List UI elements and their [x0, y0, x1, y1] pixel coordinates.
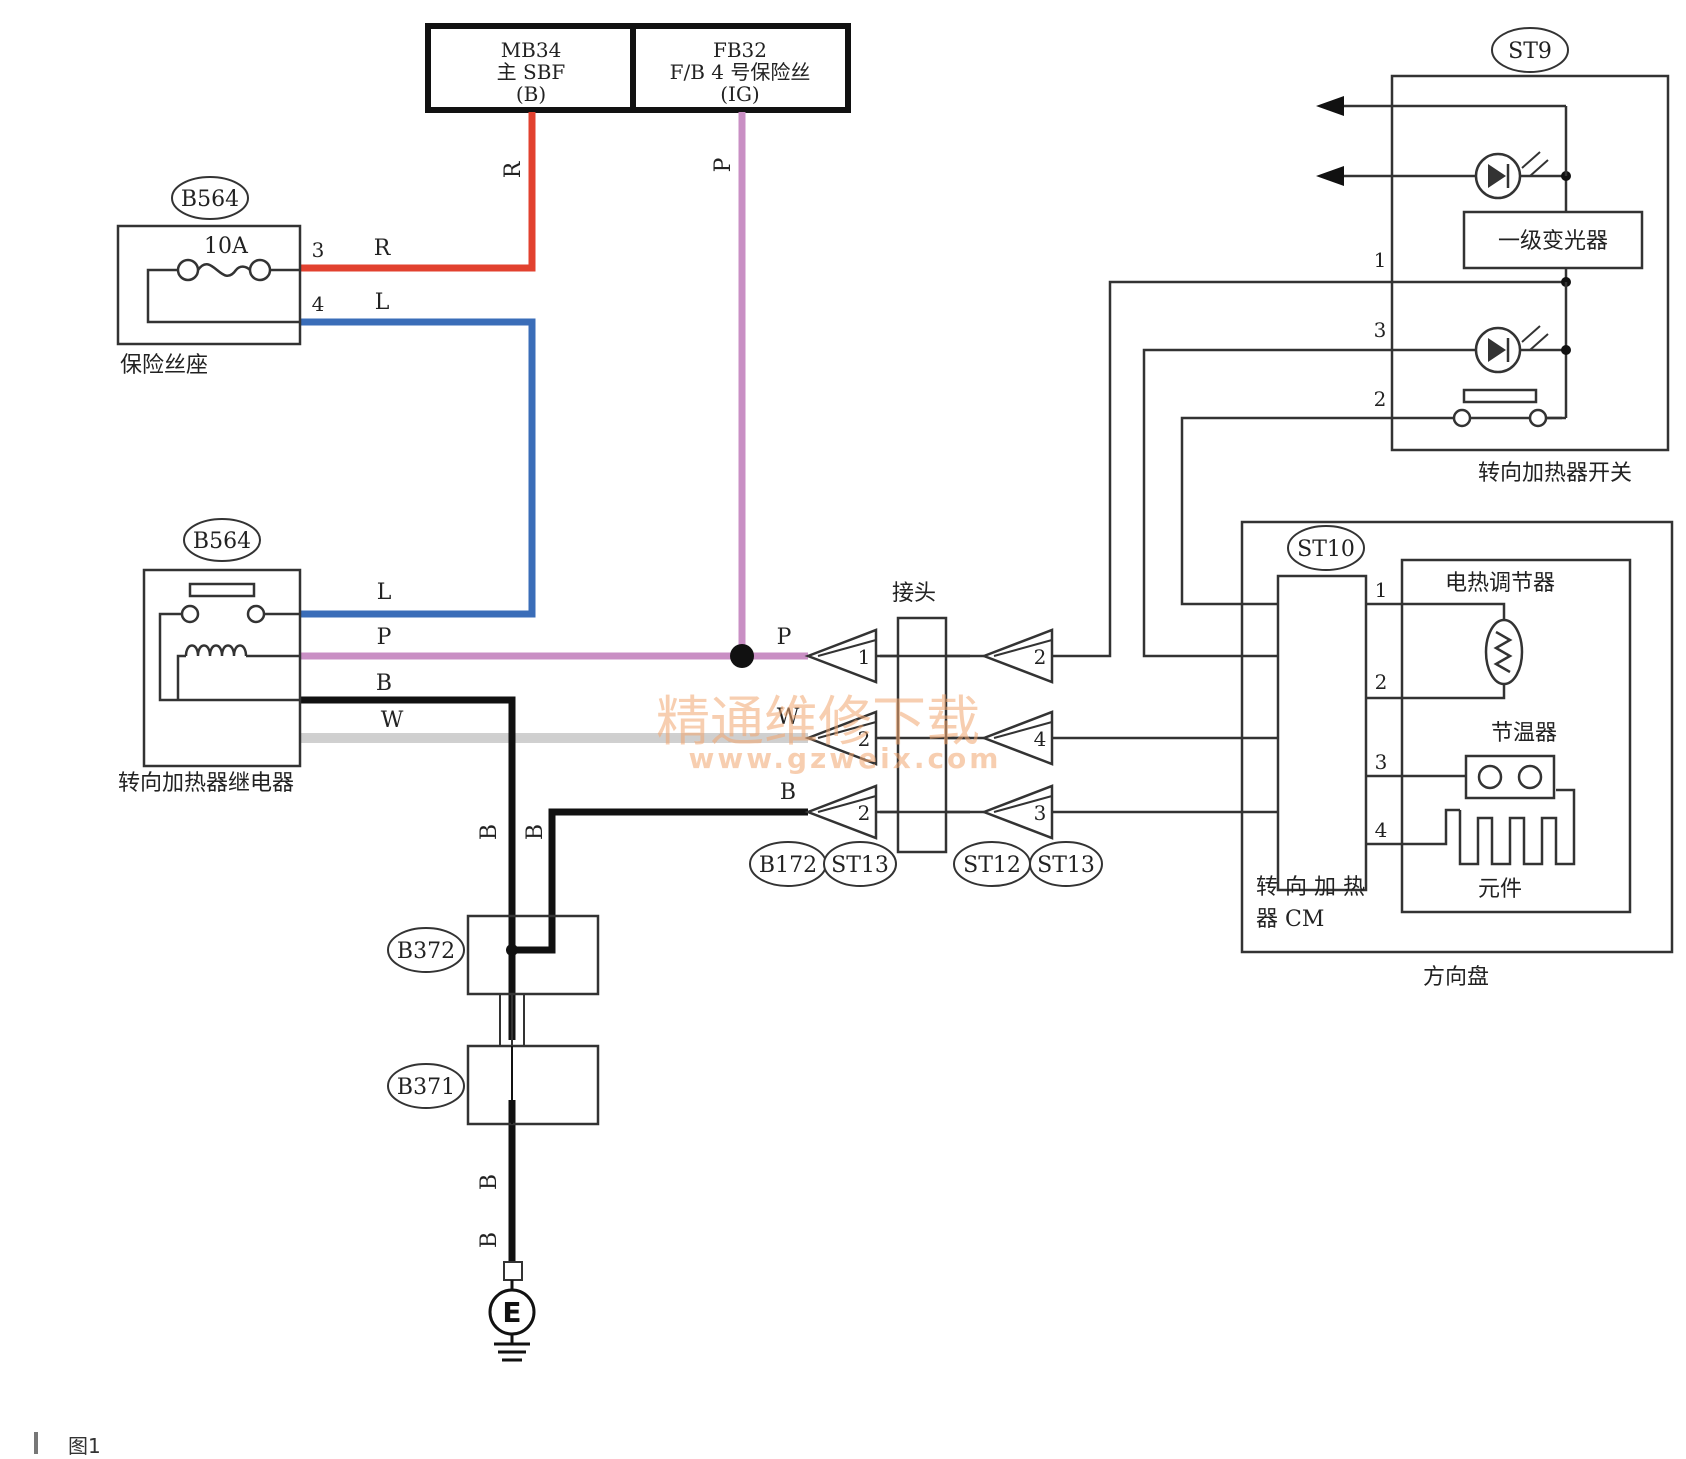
element-label: 元件	[1478, 877, 1522, 902]
joint-right-pin4: 4	[1034, 727, 1047, 751]
tag-st13-right: ST13	[1037, 853, 1095, 878]
steering-connector: ST10	[1297, 537, 1355, 562]
connector-tags: B172 ST13 ST12 ST13	[749, 841, 1103, 887]
steering-wheel: ST10 转 向 加 热 器 CM 电热调节器 1 2 3 4 节温器 元件 方…	[1240, 520, 1674, 990]
tag-b371: B371	[397, 1075, 455, 1100]
mb34-tag: (B)	[516, 82, 546, 106]
heater-switch: ST9 一级变光器 1 3 2	[1316, 27, 1670, 486]
fuse-holder-label: 保险丝座	[120, 353, 208, 378]
connector-b371: B371	[387, 1044, 600, 1126]
relay: B564 转向加热器继电器	[118, 518, 302, 796]
label-b-relay: B	[376, 671, 392, 696]
fb32-tag: (IG)	[720, 82, 759, 106]
wheel-label: 方向盘	[1423, 965, 1489, 990]
joint-left-connector-1: 1	[804, 628, 898, 684]
wire-red	[300, 112, 536, 272]
joint-left-connector-2b: 2	[804, 784, 898, 840]
fb32-code: FB32	[713, 38, 767, 62]
relay-connector: B564	[193, 529, 251, 554]
label-w-relay: W	[381, 708, 404, 733]
label-r: R	[374, 236, 392, 261]
cm-pin2: 2	[1375, 670, 1388, 694]
joint: 接头 1 2 2 2	[804, 581, 1054, 854]
relay-label: 转向加热器继电器	[118, 771, 294, 796]
caption-bar	[34, 1432, 38, 1454]
wires	[300, 112, 1562, 1262]
label-b-left: B	[477, 824, 502, 840]
wire-st9-pin1	[1052, 280, 1562, 658]
wire-st9-pin2	[1180, 416, 1562, 606]
label-r-vertical: R	[501, 160, 526, 178]
fb32-name: F/B 4 号保险丝	[670, 60, 811, 84]
joint-right-connector-4: 4	[946, 710, 1054, 766]
dimmer-label: 一级变光器	[1498, 229, 1608, 254]
fuse-rating: 10A	[204, 234, 249, 259]
fuse-holder: B564 10A 3 4 保险丝座	[116, 176, 325, 378]
tag-b172: B172	[759, 853, 817, 878]
joint-left-pin2a: 2	[858, 727, 871, 751]
joint-right-connector-2: 2	[946, 628, 1054, 684]
label-l-fuse: L	[375, 290, 390, 315]
tag-st12: ST12	[963, 853, 1021, 878]
joint-left-connector-2a: 2	[804, 710, 898, 766]
joint-left-pin2b: 2	[858, 801, 871, 825]
ground-symbol: E	[488, 1261, 536, 1362]
wire-st9-pin3	[1142, 348, 1562, 658]
wire-black-joint	[512, 808, 808, 954]
figure-caption: 图1	[68, 1434, 101, 1458]
joint-right-pin3: 3	[1034, 801, 1047, 825]
mb34-name: 主 SBF	[497, 60, 566, 84]
switch-pin1: 1	[1374, 248, 1387, 272]
label-p-relay: P	[377, 625, 392, 650]
wire-pink	[300, 112, 746, 660]
joint-label: 接头	[892, 581, 936, 606]
label-p-joint: P	[777, 625, 792, 650]
label-b-ground-2: B	[477, 1232, 502, 1248]
joint-right-pin2: 2	[1034, 645, 1047, 669]
fuse-holder-connector: B564	[181, 187, 239, 212]
ground-e: E	[502, 1296, 521, 1329]
label-b-joint: B	[780, 780, 796, 805]
switch-pin3: 3	[1374, 318, 1387, 342]
cm-pin1: 1	[1375, 578, 1388, 602]
watermark-url: www.gzweix.com	[689, 742, 1002, 775]
cm-pin4: 4	[1375, 818, 1388, 842]
connector-link	[499, 994, 525, 1046]
fuse-pin3: 3	[312, 238, 325, 262]
cm-pin3: 3	[1375, 750, 1388, 774]
fuse-pin4: 4	[312, 292, 325, 316]
wire-labels: R P R L L P B W P W B B B B B	[374, 157, 800, 1248]
wire-blue	[300, 318, 536, 618]
joint-left-pin1: 1	[858, 645, 871, 669]
wire-black-relay	[300, 696, 516, 950]
connector-b372: B372	[387, 914, 600, 996]
watermark-cn: 精通维修下载	[656, 690, 980, 753]
watermark: 精通维修下载 www.gzweix.com	[656, 690, 1002, 775]
label-w-joint: W	[777, 705, 800, 730]
cm-label-1: 转 向 加 热	[1256, 875, 1365, 900]
heater-regulator-label: 电热调节器	[1445, 571, 1555, 596]
mb34-code: MB34	[501, 38, 562, 62]
label-b-ground-1: B	[477, 1174, 502, 1190]
label-b-right: B	[523, 824, 548, 840]
thermostat-label: 节温器	[1491, 721, 1557, 746]
joint-right-connector-3: 3	[946, 784, 1054, 840]
junction-dot	[730, 644, 754, 668]
cm-label-2: 器 CM	[1256, 907, 1324, 932]
switch-connector: ST9	[1508, 39, 1552, 64]
tag-st13-left: ST13	[831, 853, 889, 878]
switch-label: 转向加热器开关	[1478, 461, 1632, 486]
tag-b372: B372	[397, 939, 455, 964]
label-p-vertical: P	[711, 157, 736, 172]
fuse-box: MB34 主 SBF (B) FB32 F/B 4 号保险丝 (IG)	[425, 23, 851, 113]
switch-pin2: 2	[1374, 387, 1387, 411]
label-l-relay: L	[377, 580, 392, 605]
